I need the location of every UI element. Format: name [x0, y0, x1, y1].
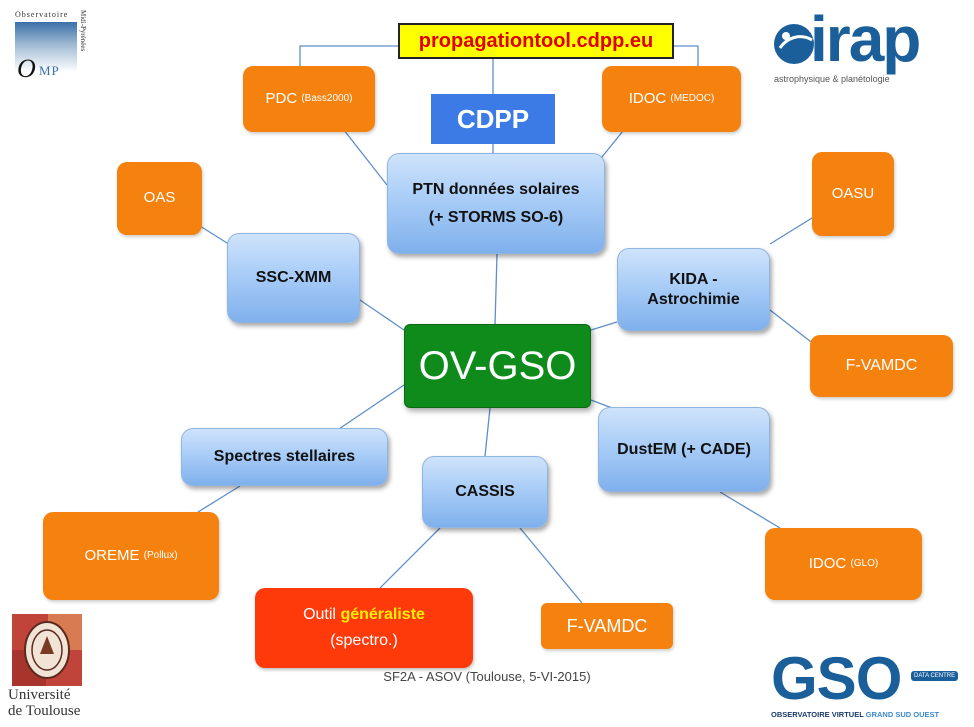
- omp-logo-side-text: Midi-Pyrénées: [79, 10, 87, 52]
- node-spectres-stellaires: Spectres stellaires: [181, 428, 388, 486]
- link-spectres-oreme: [197, 485, 241, 513]
- gso-logo: GSO DATA CENTRE OBSERVATOIRE VIRTUEL GRA…: [771, 645, 969, 722]
- link-url-pdc-idoc: [299, 45, 699, 66]
- cdpp-box: CDPP: [431, 94, 555, 144]
- omp-logo-top-text: Observatoire: [15, 10, 69, 19]
- gso-data-centre-badge: DATA CENTRE: [911, 671, 959, 681]
- oreme-sub: (Pollux): [143, 549, 178, 561]
- irap-logo: irap astrophysique & planétologie: [772, 3, 968, 94]
- link-cassis-outil: [379, 527, 441, 589]
- footer-text: SF2A - ASOV (Toulouse, 5-VI-2015): [383, 669, 591, 684]
- irap-logo-word: irap: [810, 3, 921, 75]
- node-oasu: OASU: [812, 152, 894, 236]
- idoc-medoc-main: IDOC: [628, 89, 667, 107]
- node-fvamdc-bottom: F-VAMDC: [541, 603, 673, 649]
- pdc-sub: (Bass2000): [301, 92, 353, 104]
- node-oreme-pollux: OREME (Pollux): [43, 512, 219, 600]
- gso-logo-subtitle: OBSERVATOIRE VIRTUEL GRAND SUD OUEST: [771, 710, 939, 719]
- ov-gso-center-node: OV-GSO: [404, 324, 591, 408]
- irap-logo-subtitle: astrophysique & planétologie: [774, 74, 890, 84]
- outil-highlight: généraliste: [340, 606, 425, 623]
- pdc-main: PDC: [265, 89, 298, 107]
- ptn-line-2: (+ STORMS SO-6): [428, 208, 564, 226]
- university-name: Université de Toulouse: [8, 687, 92, 720]
- omp-logo-mp: MP: [39, 63, 60, 78]
- node-dustem: DustEM (+ CADE): [598, 407, 770, 492]
- gso-logo-word: GSO: [771, 645, 902, 712]
- link-ovgso-ssc: [359, 299, 405, 331]
- link-ptn-pdc: [339, 124, 388, 186]
- node-idoc-glo: IDOC (GLO): [765, 528, 922, 600]
- idoc-glo-main: IDOC: [808, 554, 847, 572]
- gso-sub-a: OBSERVATOIRE VIRTUEL: [771, 710, 864, 719]
- link-ovgso-cassis: [484, 407, 491, 457]
- link-ovgso-spectres: [329, 384, 405, 436]
- university-name-line-1: Université: [8, 687, 71, 703]
- node-idoc-medoc: IDOC (MEDOC): [602, 66, 741, 132]
- idoc-glo-sub: (GLO): [850, 557, 879, 569]
- irap-globe-icon: [774, 24, 814, 64]
- node-ssc-xmm: SSC-XMM: [227, 233, 360, 323]
- link-kida-fvamdc: [769, 309, 816, 346]
- omp-logo: Observatoire Midi-Pyrénées O MP: [15, 10, 105, 83]
- propagationtool-url-banner: propagationtool.cdpp.eu: [398, 23, 674, 59]
- outil-line-1: Outil généraliste: [303, 605, 425, 625]
- gso-sub-b: GRAND SUD OUEST: [865, 710, 940, 719]
- outil-line-2: (spectro.): [330, 632, 398, 649]
- link-dustem-idoc: [719, 491, 781, 529]
- outil-prefix: Outil: [303, 606, 336, 623]
- node-oas: OAS: [117, 162, 202, 235]
- node-kida-astrochimie: KIDA - Astrochimie: [617, 248, 770, 331]
- node-ptn-donnees-solaires: PTN données solaires (+ STORMS SO-6): [387, 153, 605, 254]
- node-outil-generaliste: Outil généraliste (spectro.): [255, 588, 473, 668]
- link-kida-oasu: [769, 217, 813, 245]
- oreme-main: OREME: [84, 546, 140, 564]
- university-name-line-2: de Toulouse: [8, 702, 81, 719]
- kida-line-1: KIDA -: [669, 270, 718, 288]
- ptn-line-1: PTN données solaires: [412, 180, 580, 198]
- link-ovgso-kida: [590, 321, 618, 331]
- link-cassis-fvamdc: [519, 527, 583, 604]
- universite-toulouse-logo: Université de Toulouse: [8, 614, 92, 724]
- idoc-medoc-sub: (MEDOC): [670, 92, 715, 104]
- node-cassis: CASSIS: [422, 456, 548, 528]
- university-seal-icon: [12, 614, 82, 686]
- link-ovgso-ptn: [494, 253, 498, 326]
- node-fvamdc-right: F-VAMDC: [810, 335, 953, 397]
- omp-logo-gradient: [15, 22, 77, 72]
- omp-logo-o: O: [17, 54, 36, 83]
- kida-line-2: Astrochimie: [647, 290, 740, 308]
- node-pdc-bass2000: PDC (Bass2000): [243, 66, 375, 132]
